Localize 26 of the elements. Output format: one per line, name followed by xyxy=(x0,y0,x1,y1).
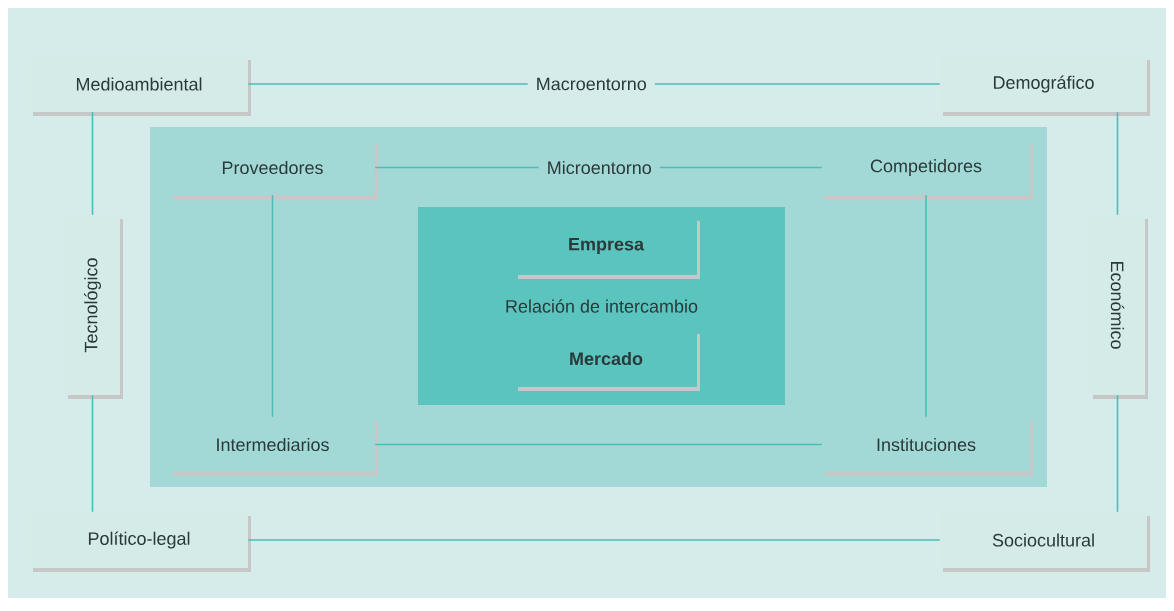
node-label: Político-legal xyxy=(88,531,190,549)
node-label: Medioambiental xyxy=(76,77,202,91)
connector-line xyxy=(247,539,941,541)
connector-line xyxy=(271,194,274,418)
node-label: Proveedores xyxy=(222,160,323,175)
connector-line xyxy=(91,394,94,513)
connector-line xyxy=(374,443,823,446)
core-box: Mercado xyxy=(515,330,700,391)
factor-box: Político-legal xyxy=(30,512,251,572)
connector-line xyxy=(1116,394,1119,513)
core-box: Empresa xyxy=(515,217,700,279)
factor-box: Económico xyxy=(1090,215,1148,399)
factor-box: Medioambiental xyxy=(30,56,251,116)
factor-box: Sociocultural xyxy=(940,512,1150,572)
connector-line xyxy=(925,194,927,418)
connector-line xyxy=(91,111,94,216)
actor-box: Intermediarios xyxy=(170,417,378,476)
actor-box: Instituciones xyxy=(822,417,1033,476)
actor-box: Proveedores xyxy=(170,140,378,199)
node-label: Demográfico xyxy=(993,75,1094,93)
factor-box: Demográfico xyxy=(940,56,1150,116)
node-label: Sociocultural xyxy=(992,533,1094,547)
connector-line xyxy=(1116,111,1119,216)
actor-box: Competidores xyxy=(822,140,1033,199)
factor-box: Tecnológico xyxy=(65,215,123,399)
node-label: Competidores xyxy=(870,159,982,176)
